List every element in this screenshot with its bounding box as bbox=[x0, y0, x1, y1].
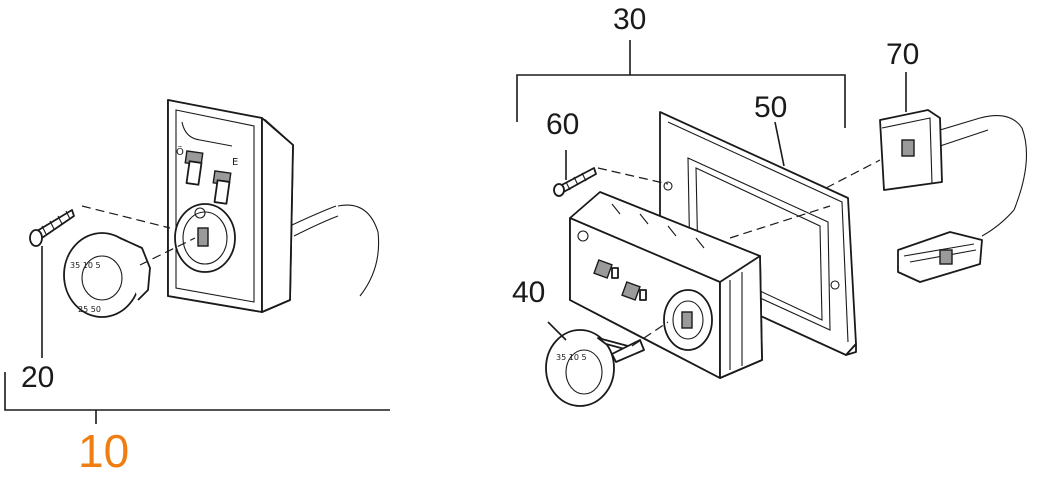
callout-70[interactable]: 70 bbox=[886, 38, 920, 71]
svg-text:35 10 5: 35 10 5 bbox=[70, 261, 101, 270]
dial-knob-icon[interactable]: 35 10 5 25 50 bbox=[63, 232, 151, 318]
control-panel-icon[interactable] bbox=[569, 191, 763, 379]
svg-text:Ö: Ö bbox=[176, 145, 184, 158]
svg-text:35 10 5: 35 10 5 bbox=[556, 353, 587, 362]
svg-text:25 50: 25 50 bbox=[78, 305, 101, 314]
callout-60[interactable]: 60 bbox=[546, 108, 580, 141]
wall-switch-unit-icon[interactable]: Ö E bbox=[167, 99, 380, 313]
callout-50[interactable]: 50 bbox=[754, 91, 788, 124]
dial-knob-40-icon[interactable]: 35 10 5 bbox=[545, 329, 645, 407]
callout-30[interactable]: 30 bbox=[613, 3, 647, 36]
svg-text:E: E bbox=[232, 157, 238, 168]
assembly-10-group: Ö E 35 10 5 25 50 bbox=[4, 99, 390, 424]
callout-40[interactable]: 40 bbox=[512, 276, 546, 309]
callout-20[interactable]: 20 bbox=[21, 361, 55, 394]
screw-60-icon[interactable] bbox=[553, 167, 597, 197]
callout-10[interactable]: 10 bbox=[78, 425, 130, 477]
assembly-30-group: 35 10 5 bbox=[516, 40, 1028, 407]
cable-connector-icon[interactable] bbox=[879, 109, 1028, 283]
bracket-30 bbox=[516, 74, 846, 128]
bracket-10 bbox=[4, 372, 390, 411]
screw-icon[interactable] bbox=[29, 209, 75, 247]
